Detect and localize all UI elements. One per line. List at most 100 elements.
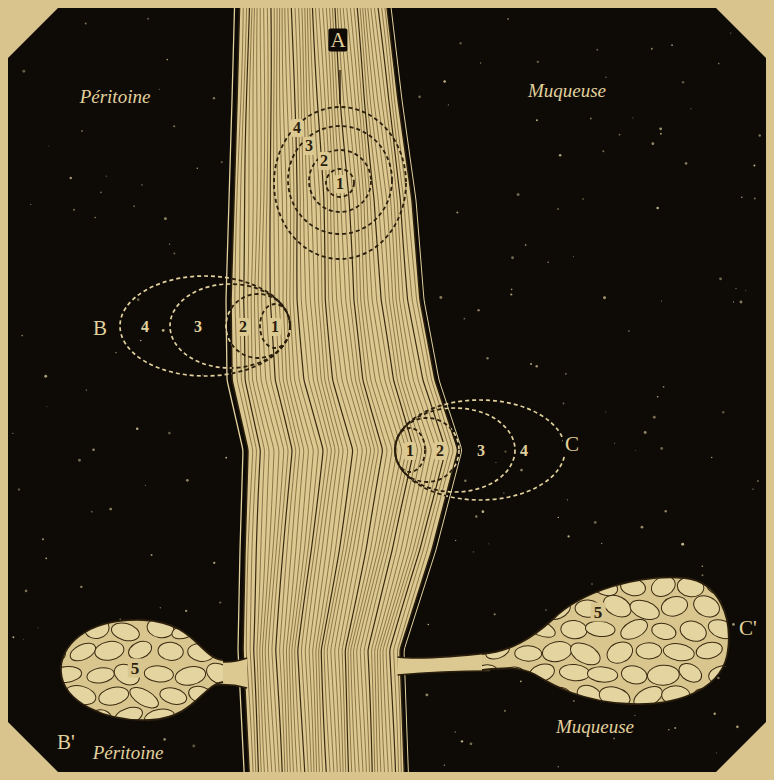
- mucosal-cell: [540, 551, 572, 578]
- speckle: [557, 208, 558, 209]
- mucosal-cell: [174, 664, 208, 688]
- speckle: [507, 18, 509, 20]
- layer-label: Péritoine: [78, 86, 153, 107]
- speckle: [163, 738, 166, 741]
- mucosal-cell: [585, 620, 616, 638]
- mucosal-cell: [573, 552, 603, 579]
- mucosal-cell: [659, 594, 689, 619]
- speckle: [219, 601, 221, 603]
- speckle: [753, 165, 755, 167]
- section-letter: A: [328, 29, 347, 52]
- speckle: [418, 96, 421, 99]
- speckle: [702, 565, 704, 567]
- mucosal-cell: [143, 707, 175, 728]
- zone-number: 4: [518, 442, 530, 460]
- zone-ring: [309, 150, 371, 212]
- mucosal-cell: [199, 704, 234, 735]
- muscle-fibre: [307, 0, 343, 780]
- speckle: [711, 457, 713, 459]
- speckle: [545, 609, 547, 611]
- mucosal-cell: [480, 682, 514, 710]
- speckle: [665, 510, 667, 512]
- speckle: [682, 81, 684, 83]
- speckle: [628, 330, 630, 332]
- speckle: [674, 727, 676, 729]
- mucosal-cell: [450, 684, 481, 710]
- zone-ring: [120, 276, 290, 376]
- speckle: [488, 543, 489, 544]
- speckle: [732, 623, 735, 626]
- mucosal-cell: [49, 708, 82, 732]
- speckle: [160, 607, 162, 609]
- mucosal-cell: [633, 557, 663, 574]
- sac-neck: [398, 653, 490, 675]
- muscle-fibre: [251, 0, 269, 780]
- speckle: [213, 97, 215, 99]
- mucosal-cell: [541, 639, 574, 664]
- speckle: [141, 184, 142, 185]
- speckle: [81, 130, 83, 132]
- mucosal-cell: [560, 619, 588, 640]
- speckle: [736, 725, 739, 728]
- speckle: [480, 62, 481, 63]
- speckle: [115, 352, 116, 353]
- speckle: [91, 511, 93, 513]
- speckle: [46, 406, 47, 407]
- zone-number: 1: [269, 318, 281, 336]
- speckle: [745, 290, 746, 291]
- zone-number: 3: [192, 318, 204, 336]
- zone-ring: [288, 126, 392, 234]
- mucosal-cell: [34, 595, 66, 617]
- speckle: [567, 499, 568, 500]
- muscle-fibre: [325, 0, 370, 780]
- mucosal-cell: [692, 554, 723, 575]
- speckle: [213, 562, 215, 564]
- mucosal-cell: [86, 666, 116, 685]
- sac-border: [482, 577, 729, 704]
- mucosal-cell: [109, 620, 141, 644]
- zone-number: 3: [475, 442, 487, 460]
- speckle: [573, 700, 575, 702]
- mucosal-cell: [533, 579, 559, 596]
- mucosal-cell: [494, 573, 530, 600]
- speckle: [656, 207, 659, 210]
- zone-ring: [326, 169, 354, 197]
- speckle: [547, 261, 549, 263]
- speckle: [482, 510, 485, 513]
- speckle: [85, 22, 87, 24]
- mucosal-cell: [587, 666, 618, 683]
- speckle: [591, 583, 592, 584]
- mucosal-cell: [189, 595, 221, 622]
- speckle: [716, 752, 717, 753]
- mucosal-cell: [450, 552, 481, 575]
- muscle-fibre: [318, 0, 362, 780]
- speckle: [443, 80, 446, 83]
- zone-ring: [288, 126, 392, 234]
- speckle: [668, 729, 670, 731]
- mucosal-cell: [144, 665, 174, 684]
- mucosal-cell: [630, 682, 665, 711]
- mucosal-cell: [65, 597, 97, 621]
- mucosal-cell: [627, 596, 662, 623]
- speckle: [106, 175, 107, 176]
- speckle: [657, 396, 659, 398]
- speckle: [504, 451, 506, 453]
- speckle: [536, 365, 538, 367]
- mucosal-cell: [37, 686, 69, 705]
- muscle-fibre: [328, 0, 374, 780]
- mucosal-cell: [480, 550, 511, 578]
- speckle: [653, 416, 656, 419]
- mucosal-cell: [618, 615, 651, 643]
- mucosal-cell: [713, 708, 739, 729]
- speckle: [613, 737, 615, 739]
- mucosal-cell: [508, 686, 540, 709]
- mucosal-cell: [499, 709, 529, 729]
- speckle: [461, 740, 463, 742]
- muscle-fibre: [345, 0, 402, 780]
- speckle: [94, 217, 96, 219]
- zone-ring: [170, 284, 290, 368]
- speckle: [464, 479, 466, 481]
- speckle: [92, 448, 95, 451]
- speckle: [439, 296, 442, 299]
